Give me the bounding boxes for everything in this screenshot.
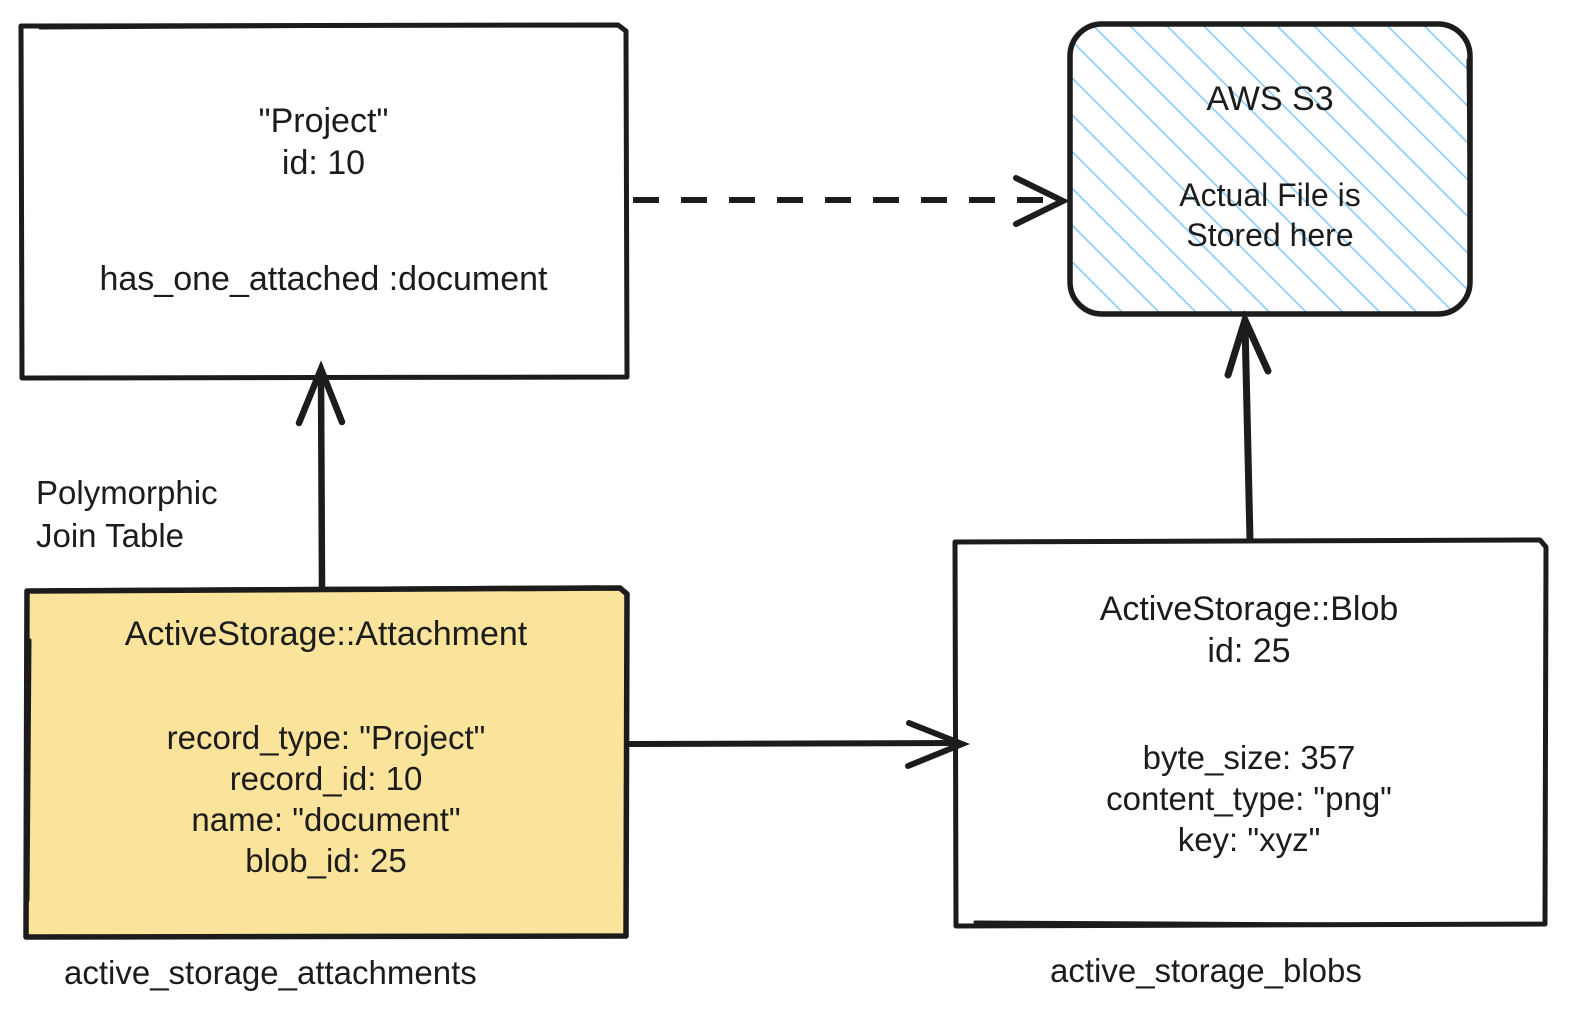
edge-attachment-to-project-arrowhead [295,360,346,427]
attachments-table-caption: active_storage_attachments [64,954,477,991]
project-box-sketch-stroke [38,23,562,30]
polymorphic-label-line-1: Polymorphic [36,474,218,511]
edge-project-to-s3 [633,175,1070,227]
project-box-outline [18,22,630,381]
edge-attachment-to-blob [626,720,971,769]
node-attachment[interactable] [23,585,630,940]
edge-blob-to-s3 [1224,310,1272,541]
attachment-box-sketch-stroke-left [26,638,32,902]
edge-project-to-s3-arrowhead [1013,175,1070,227]
blobs-table-caption: active_storage_blobs [1050,952,1362,989]
s3-box-hatch-fill [1070,24,1470,314]
node-blob[interactable] [952,537,1549,929]
edge-blob-to-s3-line [1241,323,1254,541]
s3-box-sketch-stroke [1466,58,1472,272]
edge-attachment-to-blob-arrowhead [905,720,971,769]
node-project[interactable] [18,22,630,381]
edge-attachment-to-project [295,360,346,589]
blob-box-sketch-stroke [973,920,1522,927]
edge-attachment-to-blob-line [626,740,959,747]
attachment-box-sketch-stroke-top [46,585,602,592]
edge-attachment-to-project-line [317,371,326,589]
edge-blob-to-s3-arrowhead [1224,310,1272,379]
attachment-box-outline [23,585,630,940]
polymorphic-join-table-label: Polymorphic Join Table [36,472,218,558]
blob-box-outline [952,537,1549,929]
polymorphic-label-line-2: Join Table [36,516,185,554]
node-aws-s3[interactable] [1067,21,1473,317]
